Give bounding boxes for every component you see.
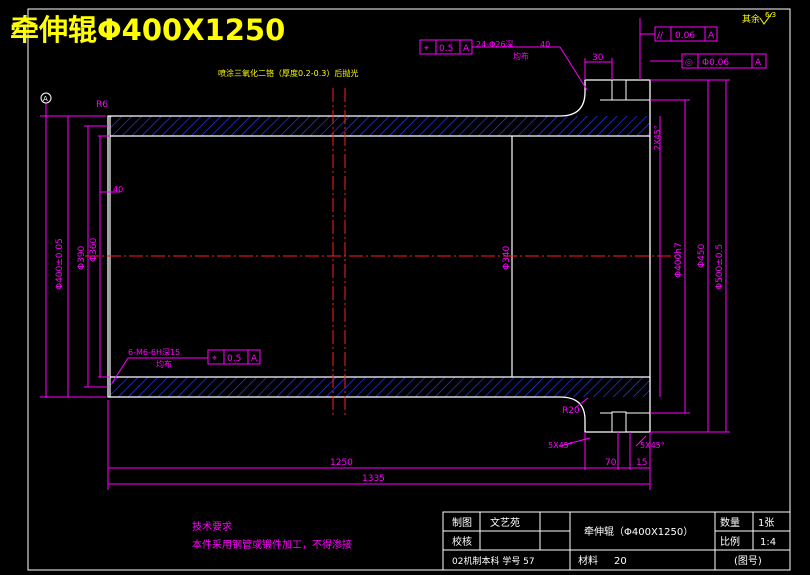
dim-dia-340: Φ340 — [502, 245, 512, 270]
tb-qty-label: 数量 — [720, 516, 740, 529]
fcf-top-right-datum: A — [708, 31, 715, 41]
hole-bottom — [611, 411, 627, 433]
fcf-bottom-left-symbol: ⌖ — [212, 354, 217, 364]
dim-dia-360: Φ360 — [89, 237, 99, 262]
dim-r20: R20 — [562, 406, 580, 416]
fcf-bottom-left-tol: 0.5 — [227, 354, 241, 364]
tb-checked-label: 校核 — [452, 535, 472, 548]
dim-dia-450: Φ450 — [697, 243, 707, 268]
drawing-title: 牵伸辊Φ400X1250 — [10, 13, 285, 47]
hole-note-line1: 24-Φ26深 — [476, 40, 514, 49]
tb-drawn-name: 文艺苑 — [490, 516, 520, 529]
hatch-top-wall — [110, 116, 650, 136]
tech-requirements-heading: 技术要求 — [192, 520, 232, 533]
tb-qty-value: 1张 — [758, 517, 774, 529]
hole-top — [611, 79, 627, 101]
fcf-bottom-left-datum: A — [251, 354, 258, 364]
dim-dia-400h7: Φ400h7 — [674, 242, 684, 278]
fcf-left-symbol: ⌖ — [424, 44, 429, 54]
dim-length-1250: 1250 — [330, 458, 353, 468]
dim-chamfer-right-top: 2X45° — [653, 125, 662, 150]
dim-dia-400: Φ400±0.05 — [55, 238, 65, 290]
title-block — [442, 511, 791, 571]
thread-note-line2: 均布 — [156, 359, 172, 369]
tb-class-info: 02机制本科 学号 57 — [452, 555, 535, 567]
dim-dia-390: Φ390 — [77, 245, 87, 270]
dim-chamfer-bottom-left: 5X45° — [548, 441, 573, 450]
dim-r6: R6 — [96, 100, 108, 110]
tb-scale-label: 比例 — [720, 535, 740, 548]
datum-label: A — [43, 95, 48, 103]
dim-40: 40 — [113, 185, 123, 194]
hatch-bottom-wall — [110, 377, 650, 397]
fcf-left-tol: 0.5 — [439, 44, 453, 54]
hole-note-depth: 40 — [540, 40, 550, 49]
dim-length-1335: 1335 — [362, 474, 385, 484]
datum-circle-icon — [40, 92, 52, 104]
tb-material-value: 20 — [614, 556, 627, 567]
roughness-other-label: 其余 — [742, 13, 760, 25]
roughness-symbol-icon — [759, 12, 773, 25]
coating-note: 喷涂三氧化二铬（厚度0.2-0.3）后抛光 — [218, 68, 358, 78]
dim-dia-500: Φ500±0.5 — [715, 244, 725, 290]
sheet-border — [27, 8, 791, 571]
roll-outline — [107, 79, 651, 433]
fcf-right-tol: Φ0.06 — [702, 58, 729, 68]
fcf-right-datum: A — [755, 58, 762, 68]
fcf-top-right-tol: 0.06 — [675, 31, 695, 41]
tb-scale-value: 1:4 — [760, 537, 776, 548]
dim-length-70: 70 — [605, 458, 617, 468]
thread-note-line1: 6-M6-6H深15 — [128, 348, 180, 357]
tb-part-name: 牵伸辊（Φ400X1250） — [584, 525, 693, 538]
fcf-left-datum: A — [463, 44, 470, 54]
dim-30: 30 — [592, 53, 604, 63]
tb-drawing-no: (图号) — [734, 555, 762, 567]
hole-note-line2: 均布 — [513, 51, 529, 61]
tech-requirements-text: 本件采用钢管或锻件加工，不得渗接 — [192, 538, 352, 551]
tb-material-label: 材料 — [578, 554, 598, 567]
fcf-top-right-symbol: // — [657, 31, 664, 41]
dim-length-15: 15 — [636, 458, 647, 468]
fcf-right-symbol: ◎ — [685, 58, 693, 68]
tb-drawn-label: 制图 — [452, 516, 472, 529]
dim-chamfer-bottom-right: 5X45° — [640, 441, 665, 450]
